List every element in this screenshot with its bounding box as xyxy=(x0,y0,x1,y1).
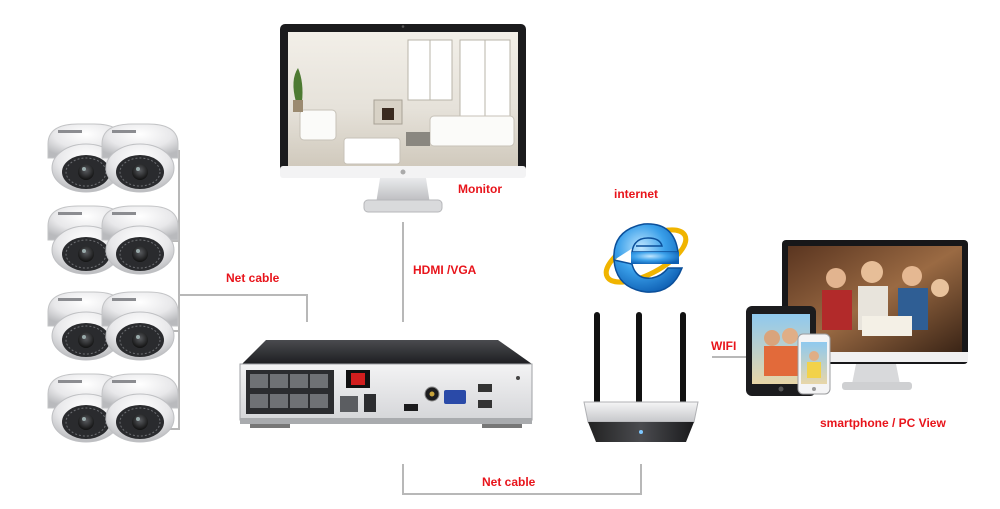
monitor xyxy=(280,20,530,220)
wifi-label: WIFI xyxy=(711,339,737,353)
router-icon xyxy=(583,312,699,442)
smartphone-pc-view-label: smartphone / PC View xyxy=(820,416,946,430)
camera-bracket-wire xyxy=(178,150,180,430)
internet-label: internet xyxy=(614,187,659,201)
nvr-recorder xyxy=(236,322,536,472)
hdmi-vga-wire xyxy=(402,222,404,322)
internet-explorer-icon xyxy=(603,223,689,293)
monitor-label: Monitor xyxy=(458,182,502,196)
net-cable-left-label: Net cable xyxy=(226,271,280,285)
wifi-wire xyxy=(712,356,752,358)
camera-tick-4 xyxy=(170,428,180,430)
camera-tick-3 xyxy=(170,330,180,332)
pc-monitor-icon xyxy=(746,240,968,396)
bottom-net-cable-right xyxy=(640,464,642,494)
net-cable-bottom-label: Net cable xyxy=(482,475,536,489)
camera-to-nvr-wire-v xyxy=(306,294,308,322)
smartphone-icon xyxy=(797,333,831,395)
internet-globe xyxy=(598,208,694,304)
dome-camera-icon xyxy=(47,123,179,443)
dome-camera-group xyxy=(40,118,180,448)
camera-to-nvr-wire-h xyxy=(178,294,308,296)
client-devices xyxy=(744,238,970,400)
monitor-icon xyxy=(280,24,526,213)
nvr-recorder-icon xyxy=(239,340,533,428)
bottom-net-cable-h xyxy=(402,493,642,495)
bottom-net-cable-left xyxy=(402,464,404,494)
camera-tick-2 xyxy=(170,240,180,242)
wifi-router xyxy=(576,310,706,450)
hdmi-vga-label: HDMI /VGA xyxy=(413,263,477,277)
